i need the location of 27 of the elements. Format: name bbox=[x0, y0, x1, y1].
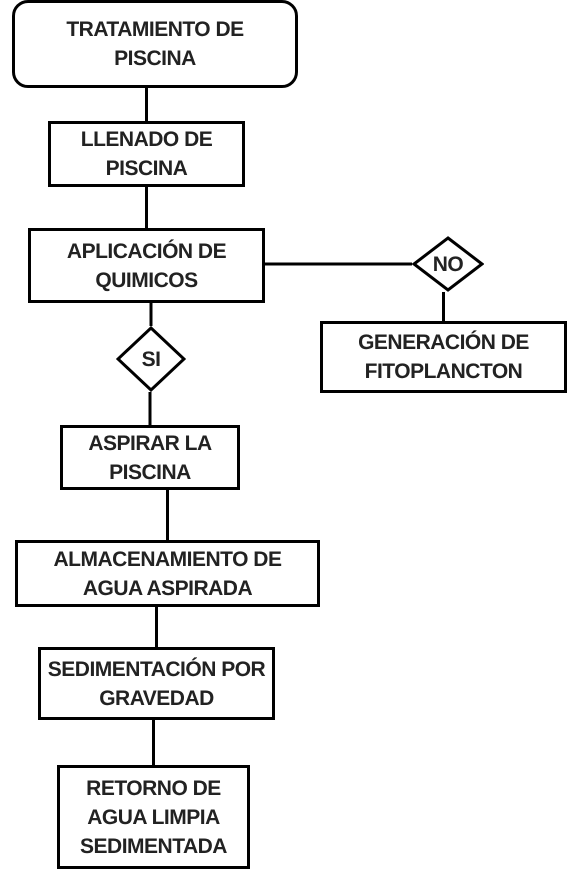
process-box bbox=[15, 540, 320, 607]
step-label: ALMACENAMIENTO DE AGUA ASPIRADA bbox=[52, 546, 282, 602]
step-label: GENERACIÓN DE FITOPLANCTON bbox=[357, 329, 530, 385]
step-label: TRATAMIENTO DE PISCINA bbox=[65, 17, 245, 72]
step-label: ASPIRAR LA PISCINA bbox=[87, 430, 213, 486]
process-box bbox=[28, 228, 265, 303]
connector-line bbox=[152, 720, 155, 765]
process-box bbox=[60, 425, 240, 490]
connector-line bbox=[155, 607, 158, 647]
step-label: APLICACIÓN DE QUIMICOS bbox=[66, 238, 228, 294]
connector-line bbox=[148, 392, 152, 425]
start-terminator bbox=[12, 0, 298, 88]
connector-line bbox=[150, 303, 152, 326]
connector-line bbox=[166, 490, 169, 540]
step-label: SI bbox=[142, 346, 160, 372]
process-box bbox=[57, 765, 250, 869]
connector-line bbox=[145, 187, 148, 228]
connector-line bbox=[145, 88, 148, 121]
process-box bbox=[320, 321, 567, 393]
step-label: RETORNO DE AGUA LIMPIA SEDIMENTADA bbox=[79, 776, 228, 860]
step-label: SEDIMENTACIÓN POR GRAVEDAD bbox=[46, 656, 266, 712]
connector-line bbox=[265, 262, 412, 266]
connector-line bbox=[442, 292, 445, 321]
process-box bbox=[48, 121, 245, 187]
process-box bbox=[38, 647, 275, 720]
step-label: LLENADO DE PISCINA bbox=[80, 127, 214, 182]
step-label: NO bbox=[432, 252, 464, 278]
